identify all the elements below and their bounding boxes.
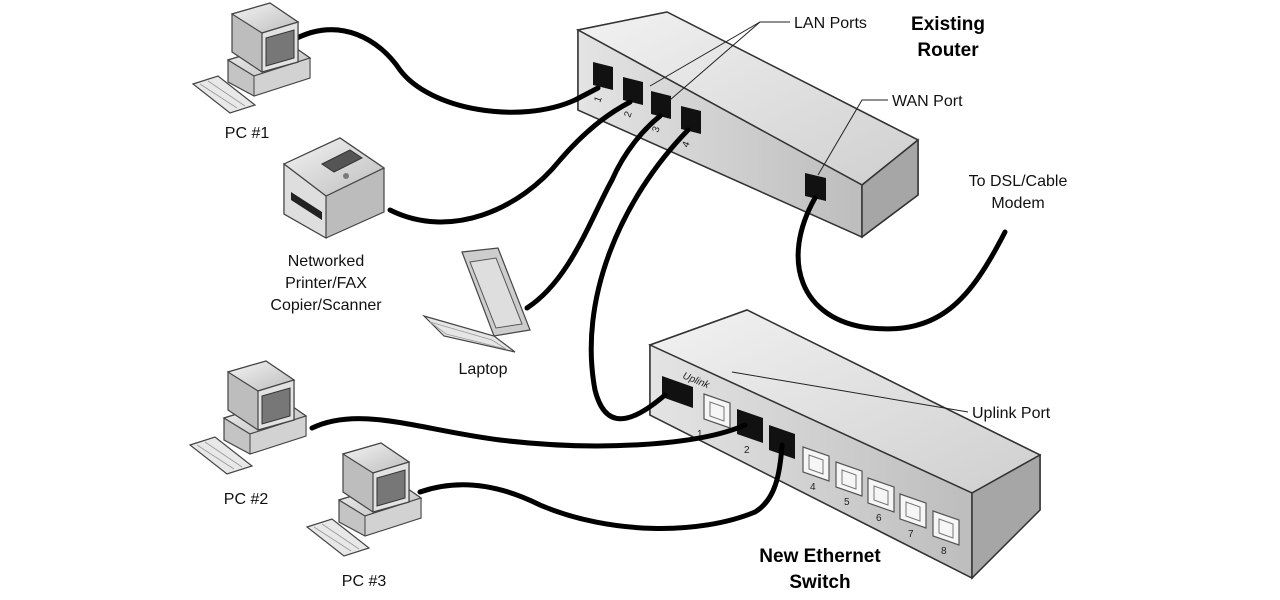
uplink-port-leader bbox=[731, 371, 969, 413]
switch-title-line2: Switch bbox=[789, 572, 850, 593]
router-port-number-2: 2 bbox=[622, 110, 634, 119]
switch-port-number-8: 8 bbox=[941, 546, 947, 557]
router-title-line2: Router bbox=[917, 40, 979, 61]
laptop-label: Laptop bbox=[459, 361, 508, 378]
cable-switch-router bbox=[588, 127, 691, 422]
pc1-label: PC #1 bbox=[225, 125, 270, 142]
cable-printer-router bbox=[387, 99, 633, 225]
printer[interactable] bbox=[282, 137, 386, 240]
switch-port-7[interactable] bbox=[899, 493, 927, 529]
switch-port-number-2: 2 bbox=[744, 445, 750, 456]
switch-port-5[interactable] bbox=[835, 461, 863, 497]
cable-pc2-switch bbox=[309, 416, 748, 449]
printer-label-line3: Copier/Scanner bbox=[270, 297, 382, 314]
switch-port-8[interactable] bbox=[932, 510, 960, 546]
laptop[interactable] bbox=[421, 247, 531, 353]
switch-port-1[interactable] bbox=[703, 393, 731, 429]
router-title-line1: Existing bbox=[911, 14, 985, 35]
lan-ports-leader-2 bbox=[669, 21, 761, 101]
switch-title-line1: New Ethernet bbox=[759, 546, 881, 567]
router-lan-port-3[interactable] bbox=[651, 91, 671, 119]
labels: Existing Router LAN Ports WAN Port To DS… bbox=[224, 14, 1068, 593]
pc-1[interactable] bbox=[191, 2, 312, 114]
switch-port-number-6: 6 bbox=[876, 513, 882, 524]
switch-port-number-4: 4 bbox=[810, 482, 816, 493]
existing-router: 1 2 3 4 bbox=[575, 11, 920, 239]
router-lan-port-1[interactable] bbox=[593, 62, 613, 90]
pc3-label: PC #3 bbox=[342, 573, 387, 590]
wan-port-label: WAN Port bbox=[892, 93, 963, 110]
router-lan-port-4[interactable] bbox=[681, 106, 701, 134]
ethernet-switch: Uplink 1 2 3 4 5 6 7 8 bbox=[648, 309, 1042, 580]
router-port-number-3: 3 bbox=[650, 125, 662, 134]
cable-pc1-router bbox=[290, 27, 601, 115]
router-lan-port-2[interactable] bbox=[623, 77, 643, 105]
cable-wan-modem bbox=[795, 195, 1008, 332]
leader-lines bbox=[649, 21, 969, 413]
cable-laptop-router bbox=[524, 113, 663, 311]
pc-2[interactable] bbox=[188, 360, 308, 475]
pc2-label: PC #2 bbox=[224, 491, 269, 508]
printer-label-line1: Networked bbox=[288, 253, 364, 270]
cables bbox=[290, 27, 1008, 531]
cable-pc3-switch bbox=[417, 442, 785, 531]
switch-uplink-port[interactable] bbox=[662, 376, 693, 408]
lan-ports-label: LAN Ports bbox=[794, 15, 867, 32]
uplink-port-label: Uplink Port bbox=[972, 405, 1051, 422]
switch-port-2[interactable] bbox=[737, 409, 763, 443]
switch-port-4[interactable] bbox=[802, 446, 830, 482]
wan-port-leader bbox=[817, 99, 888, 176]
modem-label-line2: Modem bbox=[991, 195, 1044, 212]
switch-port-number-7: 7 bbox=[908, 529, 914, 540]
modem-label-line1: To DSL/Cable bbox=[969, 173, 1068, 190]
router-wan-port[interactable] bbox=[805, 173, 826, 201]
router-port-number-1: 1 bbox=[592, 95, 604, 104]
switch-port-3[interactable] bbox=[769, 425, 795, 459]
router-port-number-4: 4 bbox=[680, 140, 692, 149]
switch-port-number-5: 5 bbox=[844, 497, 850, 508]
switch-port-6[interactable] bbox=[867, 477, 895, 513]
printer-label-line2: Printer/FAX bbox=[285, 275, 367, 292]
switch-port-number-1: 1 bbox=[697, 429, 703, 440]
pc-3[interactable] bbox=[305, 442, 423, 557]
